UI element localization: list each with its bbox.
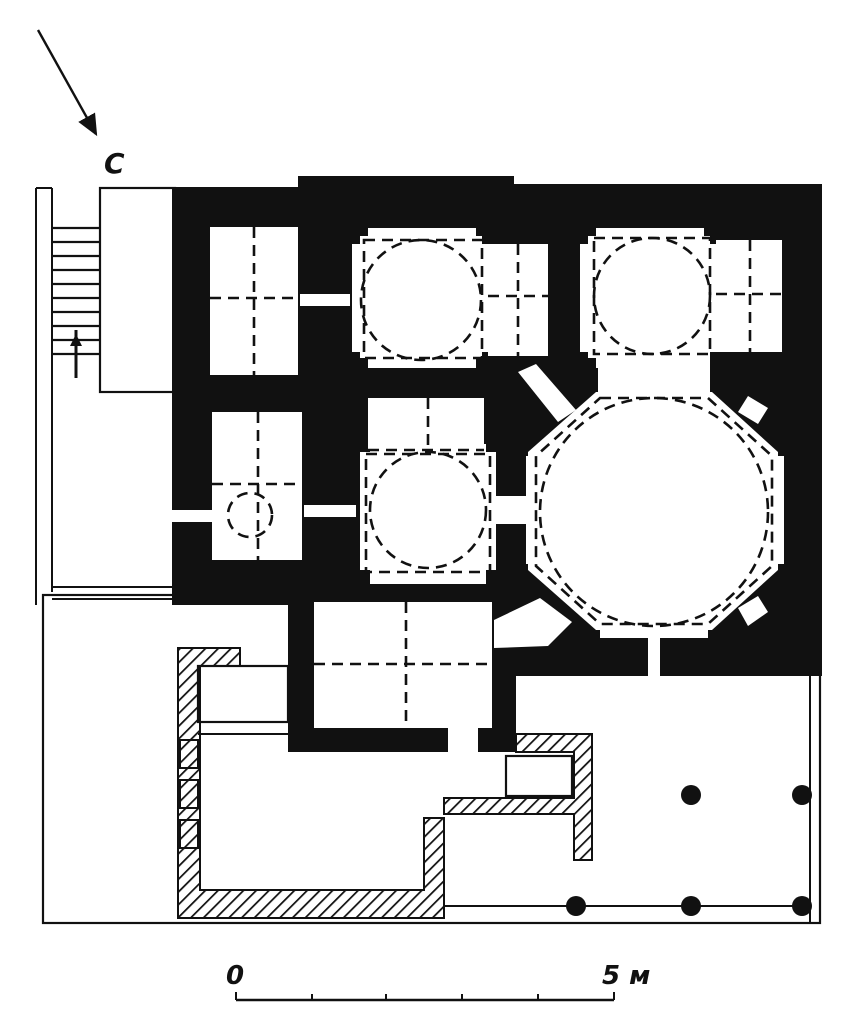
north-label: С (104, 147, 125, 180)
door-1 (300, 294, 350, 306)
column (792, 785, 812, 805)
octagon-niche-se (738, 596, 768, 626)
octagon-niche-w (526, 456, 540, 564)
column (681, 785, 701, 805)
column (681, 896, 701, 916)
room-domed-1-arm-w (352, 244, 490, 352)
hatched-pier-3 (179, 819, 199, 849)
dome-octagon (538, 396, 770, 628)
octagonal-hall (528, 392, 778, 630)
scale-bar: 0 5 м (226, 961, 650, 1002)
room-domed-3 (368, 398, 484, 450)
north-arrow-line (36, 29, 98, 137)
hatched-wall-east (443, 733, 593, 861)
hatched-pier-1 (179, 739, 199, 769)
room-sw-corner (222, 605, 288, 651)
octagon-niche-ne (738, 396, 768, 424)
door-n-link (648, 352, 660, 394)
hatched-pier-2 (179, 779, 199, 809)
north-arrow: С (36, 29, 125, 180)
hatched-wall-west (177, 647, 445, 919)
column (792, 896, 812, 916)
door-south-octagon (648, 630, 660, 676)
lower-room-small (196, 664, 290, 724)
stair-direction-arrow-icon (70, 334, 82, 346)
staircase (52, 226, 100, 378)
door-2 (304, 505, 356, 517)
door-3 (496, 496, 528, 524)
door-west (172, 510, 212, 522)
dome-small (226, 491, 274, 539)
passage-sw-diagonal (494, 598, 572, 648)
columns (566, 785, 812, 916)
hatched-walls (177, 647, 593, 919)
room-domed-3-core (370, 444, 486, 584)
octagon-niche-e (770, 456, 784, 564)
door-south-hall (448, 728, 478, 752)
rooms (172, 227, 784, 752)
lower-room-east (504, 754, 574, 798)
entrance-vestibule (98, 186, 177, 394)
scale-end-label: 5 м (602, 961, 650, 991)
dome-1 (359, 238, 483, 362)
column (566, 896, 586, 916)
scale-start-label: 0 (226, 961, 244, 991)
vault-lines (210, 227, 782, 728)
passage-nw-diagonal (518, 364, 576, 422)
